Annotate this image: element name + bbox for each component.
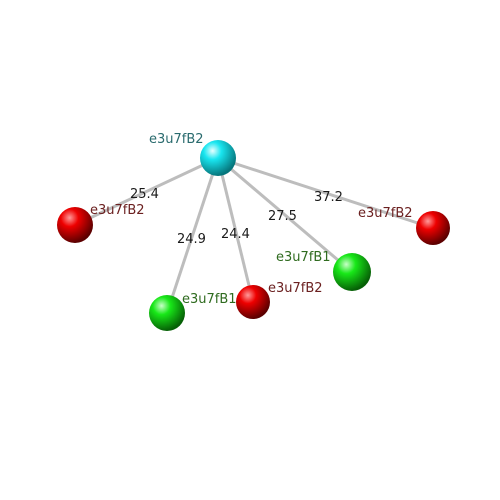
bond-4 [217, 156, 353, 274]
atom-green-2 [333, 253, 371, 291]
atom-red-1 [57, 207, 93, 243]
bond-1 [74, 156, 219, 227]
neighbor-label-3: e3u7fB2 [268, 281, 323, 296]
atom-red-3 [416, 211, 450, 245]
bond-5 [217, 156, 434, 230]
bond-group [74, 156, 434, 314]
bond-3 [216, 157, 255, 303]
atom-red-2 [236, 285, 270, 319]
neighbor-label-4: e3u7fB1 [276, 250, 331, 265]
center-atom-label: e3u7fB2 [149, 132, 204, 147]
distance-label-4: 27.5 [268, 209, 297, 224]
atom-center [200, 140, 236, 176]
neighbor-label-5: e3u7fB2 [358, 206, 413, 221]
distance-label-5: 37.2 [314, 190, 343, 205]
neighbor-label-2: e3u7fB1 [182, 292, 237, 307]
distance-labels: 25.4 24.9 24.4 27.5 37.2 [130, 187, 343, 247]
bond-2 [165, 157, 220, 314]
atom-green-1 [149, 295, 185, 331]
neighbor-label-1: e3u7fB2 [90, 203, 145, 218]
distance-label-3: 24.4 [221, 227, 250, 242]
atoms [57, 140, 450, 331]
distance-label-2: 24.9 [177, 232, 206, 247]
atom-labels: e3u7fB2 e3u7fB2 e3u7fB1 e3u7fB2 e3u7fB1 … [90, 132, 413, 307]
distance-label-1: 25.4 [130, 187, 159, 202]
